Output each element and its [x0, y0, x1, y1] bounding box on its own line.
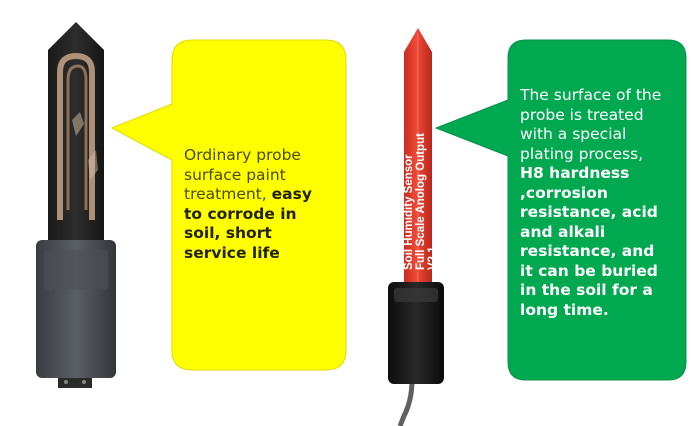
red-probe-label: Soil Humidity Sensor Full Scale Anolog O…	[403, 133, 439, 270]
left-callout-bold: easy to corrode in soil, short service l…	[184, 185, 312, 262]
right-callout-text: The surface of the probe is treated with…	[520, 86, 668, 320]
left-callout-plain: Ordinary probe surface paint treatment,	[184, 146, 301, 203]
probe-label-line3: V2.1	[427, 246, 439, 270]
red-probe	[388, 28, 444, 426]
right-callout-bold: H8 hardness ,corrosion resistance, acid …	[520, 164, 658, 319]
left-callout-text: Ordinary probe surface paint treatment, …	[184, 146, 314, 263]
probe-label-line2: Full Scale Anolog Output	[415, 133, 427, 270]
ordinary-probe	[36, 22, 116, 388]
left-callout-bubble	[110, 39, 347, 371]
probe-label-line1: Soil Humidity Sensor	[403, 154, 415, 270]
right-callout-bubble	[434, 39, 687, 381]
right-callout-plain: The surface of the probe is treated with…	[520, 86, 662, 163]
